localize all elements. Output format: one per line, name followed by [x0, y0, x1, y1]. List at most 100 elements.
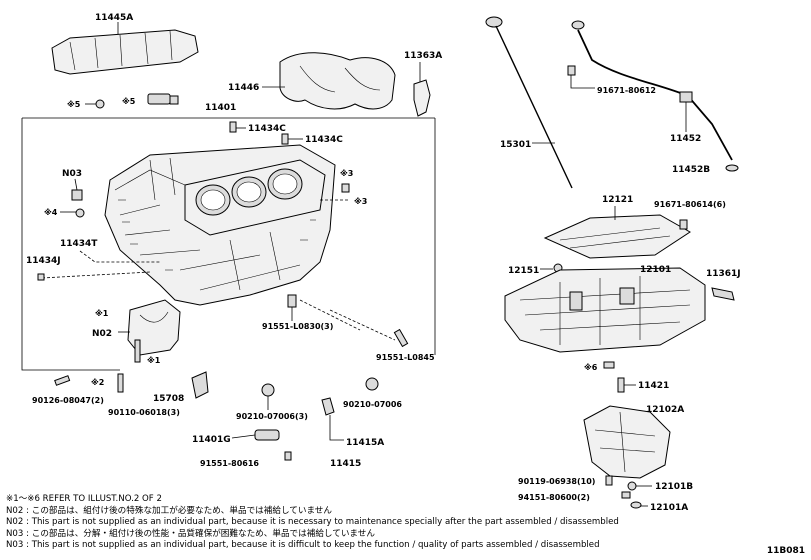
label-11361J: 11361J [706, 269, 741, 279]
label-s6: ※6 [584, 362, 598, 372]
label-12151: 12151 [508, 266, 539, 276]
plate-11361J [711, 287, 735, 301]
note-refer: ※1～※6 REFER TO ILLUST.NO.2 OF 2 [6, 494, 162, 504]
bearing-cap-N02 [127, 299, 181, 356]
label-s2: ※2 [91, 377, 104, 387]
oil-pan-upper-12101 [504, 267, 706, 353]
label-N03-a: N03 [62, 169, 82, 179]
label-94151: 94151-80600(2) [518, 493, 590, 502]
oring-11452B [725, 164, 739, 172]
label-90119: 90119-06938(10) [518, 477, 595, 486]
gasket-94151 [621, 491, 631, 499]
label-11363A: 11363A [404, 51, 442, 61]
label-15301: 15301 [500, 140, 531, 150]
insulator-11446 [279, 52, 396, 110]
leader-91671-80612 [570, 75, 595, 89]
oil-pan-lower-12102A [583, 405, 671, 479]
label-12121: 12121 [602, 195, 633, 205]
bolt-91551-L0830 [287, 294, 297, 308]
leader-11434J [41, 271, 151, 279]
pin-11421 [617, 377, 625, 393]
guide-tube-11452 [571, 20, 733, 161]
illustration-code: 11B081 [766, 546, 805, 556]
dipstick-15301 [485, 16, 573, 189]
label-90210-a: 90210-07006(3) [236, 412, 308, 421]
label-91671-80614: 91671-80614(6) [654, 200, 726, 209]
bolt-s5-left [95, 99, 105, 109]
label-11434T: 11434T [60, 239, 98, 249]
label-11446: 11446 [228, 83, 259, 93]
label-s4: ※4 [44, 207, 58, 217]
bolt-91671-80614 [679, 219, 688, 230]
label-91551-L0845: 91551-L0845 [376, 353, 435, 362]
leader-N03-a [74, 178, 78, 191]
label-11434J: 11434J [26, 256, 61, 266]
label-s5-b: ※5 [122, 96, 136, 106]
note-n03-en: N03 : This part is not supplied as an in… [6, 540, 600, 550]
label-90126: 90126-08047(2) [32, 396, 104, 405]
bracket-11363A [413, 79, 431, 117]
bolt-90126 [54, 375, 71, 386]
leader-11415A [329, 415, 344, 441]
plug-s3-a [341, 183, 350, 193]
pin-11434C-1 [229, 121, 237, 133]
drain-plug-12101B [627, 481, 637, 491]
leader-11401G [231, 434, 256, 439]
pin-11434J [37, 273, 45, 281]
note-n02-en: N02 : This part is not supplied as an in… [6, 517, 619, 527]
bolt-91551-L0845 [393, 328, 409, 348]
note-n03-jp: N03 : この部品は、分解・組付け後の性能・品質確保が困難なため、単品では補給… [6, 528, 375, 539]
label-s1-b: ※1 [147, 355, 161, 365]
cylinder-block [104, 144, 336, 306]
bolt-s1 [134, 339, 141, 363]
notes-block: ※1～※6 REFER TO ILLUST.NO.2 OF 2 N02 : この… [6, 494, 806, 552]
label-11401G: 11401G [192, 435, 231, 445]
pin-11434C-2 [281, 133, 289, 145]
bolt-91551-80616 [284, 451, 292, 461]
label-s1-a: ※1 [95, 308, 109, 318]
label-12101: 12101 [640, 265, 671, 275]
leader-11434T [79, 250, 160, 263]
label-s3-a: ※3 [340, 168, 353, 178]
plug-90210-b [365, 377, 379, 391]
bracket-11415A [321, 397, 335, 416]
note-n02-jp: N02 : この部品は、組付け後の特殊な加工が必要なため、単品では補給していませ… [6, 505, 332, 516]
part-N03-plug [71, 189, 83, 201]
label-90110: 90110-06018(3) [108, 408, 180, 417]
label-12101A: 12101A [650, 503, 688, 513]
label-15708: 15708 [153, 394, 184, 404]
bolt-90119 [605, 475, 613, 486]
leader-91551-dash [299, 299, 396, 341]
label-91551-80616: 91551-80616 [200, 459, 259, 468]
label-11452: 11452 [670, 134, 701, 144]
label-11415A: 11415A [346, 438, 384, 448]
label-11434C-2: 11434C [305, 135, 343, 145]
fitting-s5-right [147, 93, 179, 105]
label-s5-a: ※5 [67, 99, 81, 109]
label-11421: 11421 [638, 381, 669, 391]
label-12102A: 12102A [646, 405, 684, 415]
cover-11445A [51, 29, 199, 75]
label-91551-L0830: 91551-L0830(3) [262, 322, 333, 331]
bracket-15708 [191, 371, 209, 399]
label-91671-80612: 91671-80612 [597, 86, 656, 95]
label-11434C-1: 11434C [248, 124, 286, 134]
label-11401: 11401 [205, 103, 236, 113]
gasket-12101A [630, 501, 642, 509]
bolt-90110 [117, 373, 124, 393]
baffle-12121 [543, 214, 691, 259]
bolt-91671-80612 [567, 65, 576, 76]
plug-90210-a [261, 383, 275, 397]
label-N02: N02 [92, 329, 112, 339]
label-90210-b: 90210-07006 [343, 400, 402, 409]
bolt-s6 [603, 361, 615, 369]
label-12101B: 12101B [655, 482, 693, 492]
label-11452B: 11452B [672, 165, 710, 175]
label-11415: 11415 [330, 459, 361, 469]
bolt-s4 [75, 208, 85, 218]
sensor-11401G [254, 429, 280, 441]
label-s3-b: ※3 [354, 196, 367, 206]
label-11445A: 11445A [95, 13, 133, 23]
assembly-frame [21, 117, 435, 371]
